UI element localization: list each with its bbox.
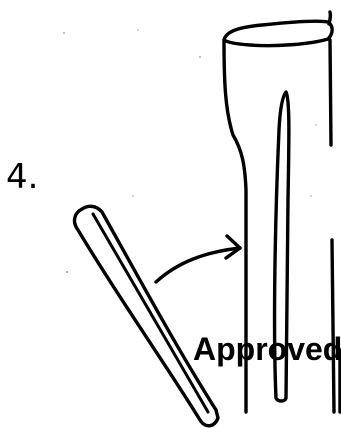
insertion-arrow xyxy=(156,236,240,282)
step-number: 4. xyxy=(6,157,38,197)
approval-stamp: Approved xyxy=(193,331,341,367)
scion-cutting xyxy=(75,206,218,425)
